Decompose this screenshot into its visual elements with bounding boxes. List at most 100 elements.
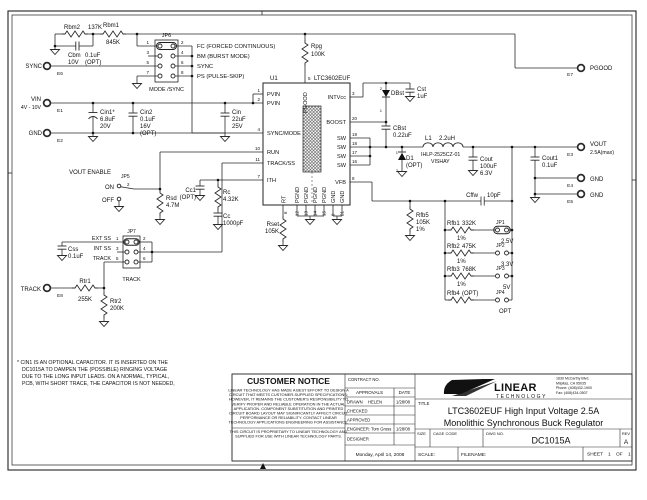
cbst-value: 0.22uF [393,133,412,139]
terminal-e7-pgood [576,63,586,73]
jp7-extss-label: EXT SS [92,236,111,242]
notice-body-line: CIRCUIT BOARD LAYOUT MAY SIGNIFICANTLY A… [229,411,349,416]
customer-notice-title: CUSTOMER NOTICE [247,376,330,386]
jp7-pin2: 2 [143,236,146,241]
resistor-rc [214,183,222,211]
pinnum-8: 8 [352,176,355,181]
cout1-ref: Cout1 [542,156,559,162]
brand-address-line: Phone: (408)432-1900 [556,386,592,390]
approvals-header: APPROVALS [356,390,383,395]
pin-trackss: TRACK/SS [267,161,295,167]
rfb5-value: 105K [416,220,430,226]
approval-role: CHECKED [347,409,367,414]
e2-label: E2 [57,138,63,144]
jp7-pin6: 6 [143,256,146,261]
cc-value: 1000pF [223,221,244,227]
ic-u1-ltc3602euf [262,82,351,206]
vin-range-label: 4V - 10V [21,105,42,111]
sheet-number: 1 [608,452,611,458]
notice-body-line: APPLICATION. COMPONENT SUBSTITUTION AND … [234,406,344,411]
pin-pgnd14: PGND [313,187,319,203]
resistor-rbm2 [61,30,89,38]
capacitor-cin2 [128,112,138,117]
terminal-e5-gnd [576,189,586,199]
l1-value: 2.2uH [439,136,455,142]
pinnum-20: 20 [352,116,358,121]
pinnum-9: 9 [331,213,336,216]
jp7-pin5: 5 [116,256,119,261]
pinnum-16: 16 [352,159,358,164]
linear-technology-logo [443,379,497,396]
terminal-e8-track [42,283,52,293]
jp6-pin4: 4 [181,50,184,55]
capacitor-cin [220,112,230,117]
jp6-shunt [156,42,177,50]
l1-part: IHLP-2525CZ-01 [421,152,460,158]
d1-ref: D1 [406,156,414,162]
gnd-e5-label: GND [590,193,604,199]
vin-terminal-label: VIN [31,97,41,103]
rsd-ref: Rsd [166,196,177,202]
e4-label: E4 [567,183,573,189]
approval-name: HELEN [368,400,382,405]
rfb5-ref: Rfb5 [416,213,429,219]
rfb2-tol: 1% [457,259,466,265]
pinnum-19: 19 [352,132,358,137]
cin1-voltage: 20V [100,124,111,130]
pinnum-17: 17 [352,150,358,155]
note-line: DC1015A TO DAMPEN THE (POSSIBLE) RINGING… [22,367,168,373]
l1-mfr: VISHAY [431,159,450,165]
notice-body-line: LINEAR TECHNOLOGY HAS MADE A BEST EFFORT… [228,388,349,393]
rpg-value: 100K [311,52,325,58]
jp7-shunt [123,238,140,246]
pinnum-7: 7 [257,174,260,179]
cst-ref: Cst [417,87,426,93]
jp7-ref: JP7 [127,229,136,235]
pin-pvin1: PVIN [267,92,280,98]
notice-footer-line: THIS CIRCUIT IS PROPRIETARY TO LINEAR TE… [230,429,348,434]
title-block [231,373,633,462]
jp7-pin4: 4 [143,246,146,251]
rfb1-tol: 1% [457,236,466,242]
d1-opt: (OPT) [406,163,422,169]
gnd-e4-label: GND [590,177,604,183]
rfb4-ref: Rfb4 [447,291,460,297]
rfb1-value: 332K [462,221,476,227]
notice-body-line: PERFORMANCE OR RELIABILITY. CONTACT LINE… [240,415,337,420]
rbm1-value: 845K [106,40,120,46]
pinnum-1: 1 [257,88,260,93]
rfb4-value: (OPT) [462,291,478,297]
jp6-option-ps: PS (PULSE-SKIP) [197,74,244,80]
rev-label: REV [622,431,631,436]
of-label: OF [616,452,623,458]
pin-pgood: PGOOD [303,92,309,113]
capacitor-cc [213,212,223,217]
rfb5-tol: 1% [416,227,425,233]
pinnum-21: 21 [340,210,345,216]
cin2-voltage: 16V [140,124,151,130]
gnd-e2-label: GND [29,131,43,137]
inductor-l1 [422,142,464,148]
pin-gnd9: GND [331,191,337,203]
resistor-rfb4 [447,296,475,304]
pinnum-13: 13 [304,210,309,216]
diode-d1 [398,151,406,160]
jp1-shunt [493,225,511,235]
jp6-pin1: 1 [146,40,149,45]
terminal-e4-gnd [576,173,586,183]
dwg-no-label: DWG NO. [486,431,504,436]
cin1-ref: Cin1* [100,110,115,116]
resistor-rfb3 [447,272,475,280]
jp6-option-fc: FC (FORCED CONTINUOUS) [197,44,275,50]
jp7-pin3: 3 [116,246,119,251]
pin-syncmode: SYNC/MODE [267,131,301,137]
vout-enable-label: VOUT ENABLE [69,170,111,176]
cin-value: 22uF [232,117,246,123]
approval-role: ENGINEER: Tom Gross [347,427,391,432]
capacitor-cout [468,156,478,161]
track-terminal-label: TRACK [21,287,41,293]
pin-sw18: SW [337,145,347,151]
rfb2-value: 475K [462,244,476,250]
rfb1-ref: Rfb1 [447,221,460,227]
